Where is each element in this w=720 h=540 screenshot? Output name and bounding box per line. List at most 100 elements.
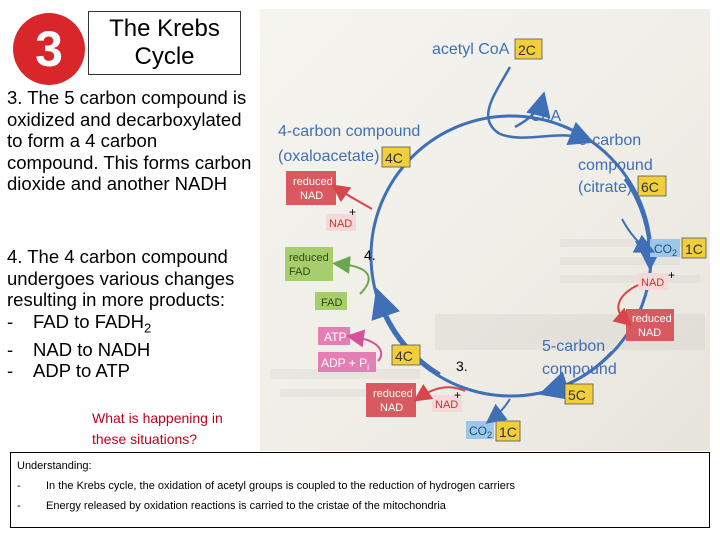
reduced-nad-label: NAD bbox=[638, 327, 661, 339]
nad-reduction-arrow bbox=[612, 284, 639, 327]
understanding-heading: Understanding: bbox=[17, 460, 92, 472]
title-line-2: Cycle bbox=[134, 43, 195, 70]
question-text: What is happening in these situations? bbox=[92, 408, 223, 450]
atp-label: ATP bbox=[324, 330, 346, 344]
co2-label: CO2 bbox=[654, 242, 677, 258]
reduced-fad-box bbox=[285, 247, 333, 281]
title-line-1: The Krebs bbox=[109, 15, 220, 42]
nad-label: NAD bbox=[641, 277, 664, 289]
list-item: - NAD to NADH bbox=[7, 339, 259, 361]
understanding-text: In the Krebs cycle, the oxidation of ace… bbox=[46, 480, 515, 492]
step-3-marker: 3. bbox=[456, 358, 468, 374]
title-box: The Krebs Cycle bbox=[88, 11, 241, 75]
co2-text: CO bbox=[469, 424, 487, 438]
nad-box bbox=[326, 214, 356, 231]
list-dash: - bbox=[17, 480, 21, 492]
subscript: 2 bbox=[144, 320, 152, 336]
six-carbon-label: compound bbox=[578, 157, 653, 174]
co2-box-right bbox=[650, 239, 680, 257]
reduced-nad-label: NAD bbox=[380, 402, 403, 414]
list-dash: - bbox=[7, 310, 14, 332]
list-text: NAD to NADH bbox=[33, 338, 151, 360]
six-carbon-label: 6-carbon bbox=[578, 132, 641, 149]
nad-box-right bbox=[638, 273, 668, 290]
fad-reduction-arrow bbox=[332, 255, 370, 295]
nad-reduction-arrow bbox=[413, 383, 466, 402]
reduced-fad-label: reduced bbox=[289, 252, 329, 264]
fad-label: FAD bbox=[321, 297, 342, 309]
list-text: ADP to ATP bbox=[33, 360, 130, 382]
adp-label: ADP + Pi bbox=[321, 356, 369, 372]
citrate-label: (citrate) bbox=[578, 179, 632, 196]
co2-box-lower bbox=[466, 421, 494, 439]
badge-1c-lower bbox=[495, 420, 521, 442]
acetyl-entry-arrow bbox=[487, 66, 512, 136]
plus-sign: + bbox=[454, 388, 461, 402]
step-4-paragraph: 4. The 4 carbon compound undergoes vario… bbox=[7, 246, 235, 310]
list-dash: - bbox=[17, 500, 21, 512]
list-dash: - bbox=[7, 360, 14, 382]
understanding-text: Energy released by oxidation reactions i… bbox=[46, 500, 446, 512]
five-carbon-label: compound bbox=[542, 361, 617, 378]
fad-box bbox=[315, 292, 347, 310]
list-dash: - bbox=[7, 338, 14, 360]
acetyl-entry-arrow bbox=[499, 121, 595, 146]
reduced-fad-label: FAD bbox=[289, 266, 310, 278]
co2-label: CO2 bbox=[469, 424, 492, 440]
badge-2c bbox=[514, 38, 543, 60]
co2-release-arrow bbox=[621, 218, 656, 253]
understanding-item: - Energy released by oxidation reactions… bbox=[17, 496, 703, 516]
reduced-nad-label: reduced bbox=[293, 176, 333, 188]
co2-subscript: 2 bbox=[672, 248, 677, 258]
question-line-1: What is happening in bbox=[92, 410, 223, 426]
understanding-item: - In the Krebs cycle, the oxidation of a… bbox=[17, 476, 703, 496]
co2-subscript: 2 bbox=[487, 430, 492, 440]
coa-label: CoA bbox=[530, 108, 561, 125]
atp-synthesis-arrow bbox=[346, 329, 383, 362]
step-4-section: 4. The 4 carbon compound undergoes vario… bbox=[7, 246, 259, 382]
badge-2c-text: 2C bbox=[518, 42, 536, 58]
reduced-nad-box-lower bbox=[366, 383, 416, 417]
plus-sign: + bbox=[349, 205, 356, 219]
badge-5c-text: 5C bbox=[568, 387, 586, 403]
badge-6c bbox=[637, 175, 667, 197]
reduced-nad-label: reduced bbox=[373, 388, 413, 400]
step-3-paragraph: 3. The 5 carbon compound is oxidized and… bbox=[7, 87, 252, 194]
slide-number: 3 bbox=[35, 21, 63, 77]
reduced-nad-label: reduced bbox=[632, 313, 672, 325]
nad-reduction-arrow bbox=[331, 184, 373, 210]
badge-4c bbox=[381, 146, 411, 168]
cycle-arrow bbox=[371, 287, 441, 376]
adp-box bbox=[318, 352, 376, 372]
badge-4c-lower-text: 4C bbox=[395, 348, 413, 364]
badge-1c-lower-text: 1C bbox=[499, 424, 517, 440]
badge-1c-right-text: 1C bbox=[685, 241, 703, 257]
question-line-2: these situations? bbox=[92, 431, 198, 447]
badge-4c-lower bbox=[391, 344, 421, 366]
reduced-nad-label: NAD bbox=[300, 190, 323, 202]
step-4-marker: 4. bbox=[364, 247, 376, 263]
reduced-nad-box bbox=[286, 171, 336, 205]
badge-5c bbox=[564, 383, 594, 405]
nad-label: NAD bbox=[435, 399, 458, 411]
coa-release-arrow bbox=[514, 91, 551, 129]
list-item-text: FAD to FADH2 bbox=[33, 311, 151, 339]
four-carbon-label: 4-carbon compound bbox=[278, 123, 420, 140]
badge-4c-text: 4C bbox=[385, 150, 403, 166]
adp-subscript: i bbox=[367, 362, 369, 372]
cycle-arrow bbox=[538, 350, 614, 401]
nad-label: NAD bbox=[329, 218, 352, 230]
krebs-cycle-photo: acetyl CoA 2C CoA 4-carbon compound (oxa… bbox=[260, 9, 710, 451]
plus-sign: + bbox=[668, 268, 675, 282]
understanding-box: Understanding: - In the Krebs cycle, the… bbox=[10, 452, 710, 528]
reduced-nad-box-right bbox=[626, 309, 674, 341]
nad-box-lower bbox=[432, 395, 462, 412]
atp-box bbox=[318, 327, 350, 345]
acetyl-coa-label: acetyl CoA bbox=[432, 41, 510, 58]
list-item: - ADP to ATP bbox=[7, 360, 259, 382]
adp-text: ADP + P bbox=[321, 356, 367, 370]
list-item: - FAD to FADH2 bbox=[7, 311, 259, 339]
oxaloacetate-label: (oxaloacetate) bbox=[278, 148, 379, 165]
list-text: FAD to FADH bbox=[33, 310, 145, 332]
five-carbon-label: 5-carbon bbox=[542, 338, 605, 355]
